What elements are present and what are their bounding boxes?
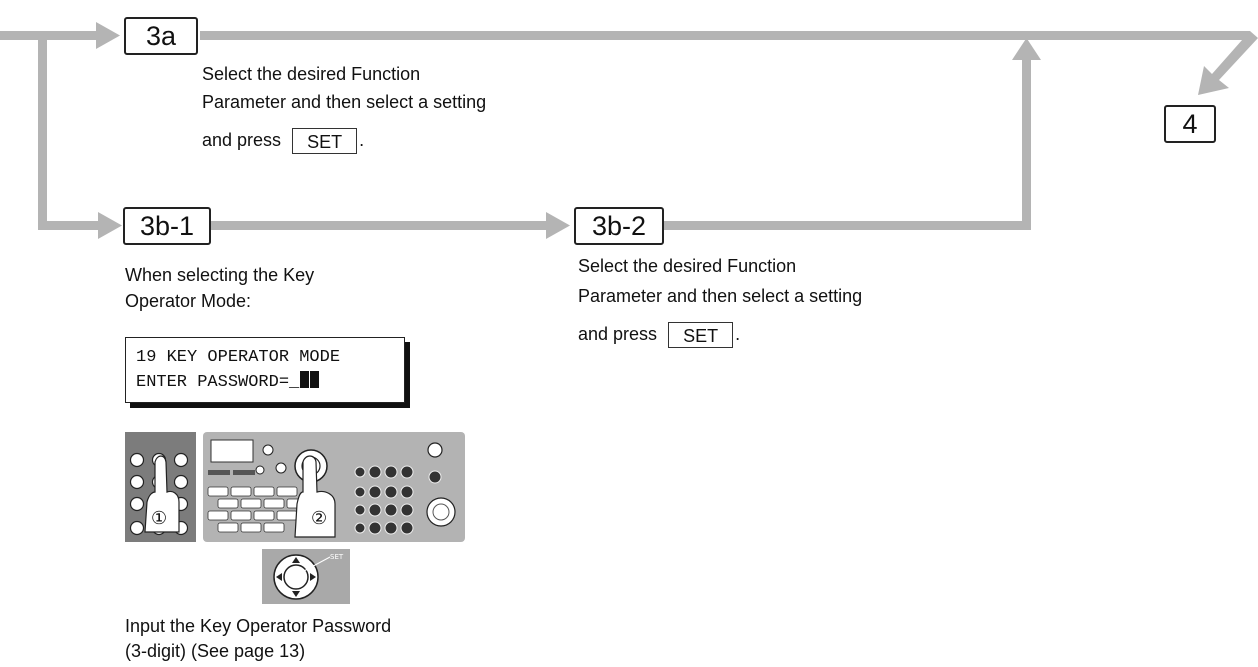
step-3b2-box: 3b-2 <box>574 207 664 245</box>
arrow-to-4 <box>1198 31 1258 95</box>
and-press-label: and press <box>202 130 282 150</box>
line-3b1-3b2 <box>210 221 550 230</box>
cursor-block-icon-2 <box>310 371 320 388</box>
step-4-box: 4 <box>1164 105 1216 143</box>
step3b1-line2: Operator Mode: <box>125 291 252 311</box>
step3b2-line2: Parameter and then select a setting <box>578 286 863 306</box>
step-3b1-box: 3b-1 <box>123 207 211 245</box>
footer-line1: Input the Key Operator Password <box>125 616 392 636</box>
arrow-to-3a <box>96 22 120 49</box>
lcd-display: 19 KEY OPERATOR MODE ENTER PASSWORD=_ <box>125 337 405 403</box>
lcd-line2-wrap: ENTER PASSWORD=_ <box>136 370 394 395</box>
arrow-to-3b2 <box>546 212 570 239</box>
step-3a-box: 3a <box>124 17 198 55</box>
line-3b2-right <box>663 221 1031 230</box>
footer-line2: (3-digit) (See page 13) <box>125 641 306 661</box>
set-key-2: SET <box>668 322 734 349</box>
set-key: SET <box>292 128 358 155</box>
lcd-line1: 19 KEY OPERATOR MODE <box>136 348 341 367</box>
step3b1-line1: When selecting the Key <box>125 265 315 285</box>
cursor-block-icon <box>300 371 310 388</box>
arrow-to-3b1 <box>98 212 122 239</box>
trunk-line <box>38 31 47 230</box>
control-panel: ② <box>203 432 465 542</box>
entry-line <box>0 31 47 40</box>
period-2: . <box>735 324 741 344</box>
step3a-line2: Parameter and then select a setting <box>202 92 487 112</box>
set-key-closeup: SET <box>262 549 350 604</box>
marker-1: ① <box>151 508 167 529</box>
marker-2: ② <box>311 508 327 529</box>
arrow-up-to-top <box>1012 38 1041 60</box>
nav-ring-icon: SET <box>273 553 344 600</box>
lcd-line2: ENTER PASSWORD=_ <box>136 373 300 392</box>
set-label: SET <box>330 553 344 561</box>
control-panel-illustration: ② <box>207 439 456 538</box>
line-up <box>1022 58 1031 230</box>
keypad-panel: ① <box>125 432 196 542</box>
step3a-line1: Select the desired Function <box>202 64 421 84</box>
step3b2-line1: Select the desired Function <box>578 256 797 276</box>
and-press-label-2: and press <box>578 324 658 344</box>
period: . <box>359 130 365 150</box>
step3a-line3: and press SET. <box>202 126 364 155</box>
step3b2-line3: and press SET. <box>578 320 740 349</box>
top-line <box>200 31 1250 40</box>
keypad-illustration: ① <box>129 452 189 536</box>
